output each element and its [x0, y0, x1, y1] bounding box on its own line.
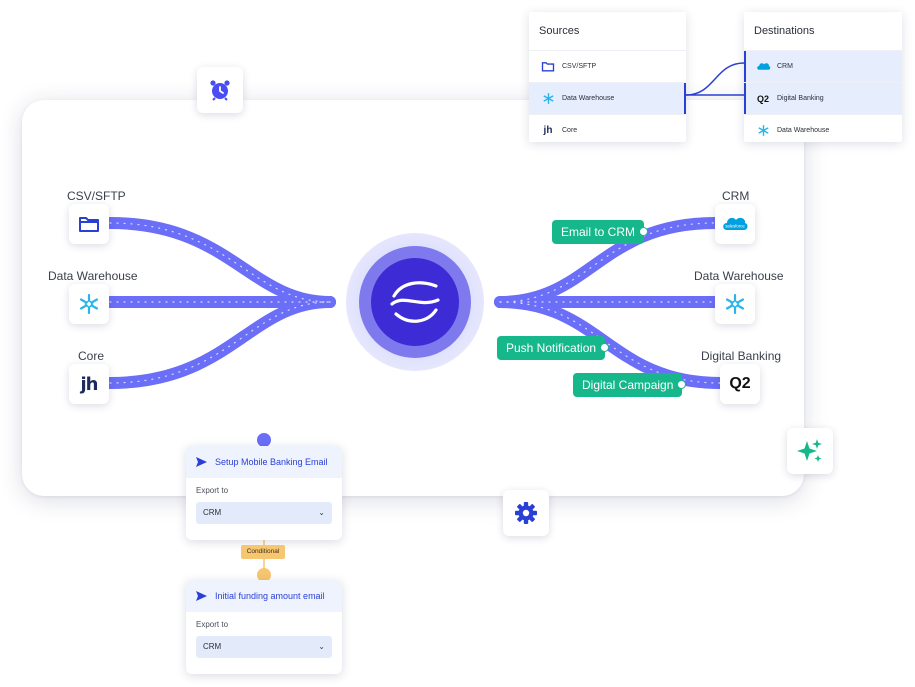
- source-data-warehouse-tile[interactable]: [69, 284, 109, 324]
- workflow-step-header: Initial funding amount email: [186, 580, 342, 612]
- send-icon: [196, 591, 207, 601]
- source-core-tile[interactable]: jh: [69, 364, 109, 404]
- destinations-table-title: Destinations: [754, 25, 815, 37]
- wave-logo: [390, 281, 440, 323]
- source-label-csv: CSV/SFTP: [67, 189, 126, 203]
- conditional-badge[interactable]: Conditional: [241, 545, 285, 559]
- q2-logo: Q2: [756, 93, 769, 104]
- workflow-start-node[interactable]: [257, 433, 271, 447]
- dest-crm-tile[interactable]: salesforce: [715, 204, 755, 244]
- snowflake-icon: [542, 93, 554, 104]
- export-select-value: CRM: [203, 642, 222, 651]
- destinations-table: Destinations CRM Q2 Digital Banking Data…: [744, 12, 902, 142]
- snowflake-icon: [757, 125, 769, 136]
- row-label: CSV/SFTP: [562, 63, 597, 70]
- row-label: CRM: [777, 63, 793, 70]
- dest-label-digital-banking: Digital Banking: [701, 349, 782, 363]
- row-label: Digital Banking: [777, 95, 824, 102]
- destinations-row-crm[interactable]: CRM: [744, 50, 902, 82]
- source-label-core: Core: [78, 349, 105, 363]
- ai-tile[interactable]: [787, 428, 833, 474]
- sparkle-icon: [797, 439, 822, 462]
- snowflake-icon: [79, 293, 99, 315]
- workflow-step-title: Setup Mobile Banking Email: [215, 457, 328, 467]
- gear-icon: [515, 502, 537, 524]
- send-icon: [196, 457, 207, 467]
- connector-knob[interactable]: [677, 380, 687, 389]
- folder-icon: [541, 62, 555, 72]
- action-digital-campaign[interactable]: Digital Campaign: [573, 373, 687, 397]
- sources-row-csv[interactable]: CSV/SFTP: [529, 50, 686, 82]
- export-select-value: CRM: [203, 508, 222, 517]
- alarm-clock-icon: [210, 80, 230, 101]
- svg-text:salesforce: salesforce: [725, 224, 745, 229]
- action-label: Digital Campaign: [582, 378, 674, 392]
- workflow-step-header: Setup Mobile Banking Email: [186, 446, 342, 478]
- export-label: Export to: [196, 486, 229, 495]
- export-label: Export to: [196, 620, 229, 629]
- workflow-step-title: Initial funding amount email: [215, 591, 325, 601]
- sources-table: Sources CSV/SFTP Data Warehouse jh Core: [529, 12, 686, 142]
- source-csv-tile[interactable]: [69, 204, 109, 244]
- destinations-row-digital-banking[interactable]: Q2 Digital Banking: [744, 82, 902, 114]
- jh-logo: jh: [80, 373, 99, 395]
- settings-tile[interactable]: [503, 490, 549, 536]
- salesforce-logo: [756, 63, 770, 70]
- action-email-to-crm[interactable]: Email to CRM: [552, 220, 649, 244]
- action-label: Email to CRM: [561, 225, 636, 239]
- row-label: Data Warehouse: [777, 127, 830, 134]
- dest-digital-banking-tile[interactable]: Q2: [720, 364, 760, 404]
- dest-data-warehouse-tile[interactable]: [715, 284, 755, 324]
- condition-node[interactable]: [257, 568, 271, 582]
- dest-label-data-warehouse: Data Warehouse: [694, 269, 784, 283]
- row-label: Core: [562, 127, 578, 134]
- export-select[interactable]: CRM ⌄: [196, 636, 332, 658]
- chevron-down-icon: ⌄: [318, 508, 325, 517]
- workflow-step-2[interactable]: Initial funding amount email Export to C…: [186, 580, 342, 674]
- export-select[interactable]: CRM ⌄: [196, 502, 332, 524]
- connector-knob[interactable]: [639, 227, 649, 236]
- action-push-notification[interactable]: Push Notification: [497, 336, 610, 360]
- jh-logo: jh: [543, 125, 553, 136]
- destinations-row-data-warehouse[interactable]: Data Warehouse: [744, 114, 902, 146]
- workflow-step-1[interactable]: Setup Mobile Banking Email Export to CRM…: [186, 446, 342, 540]
- sources-table-title: Sources: [539, 25, 580, 37]
- q2-logo: Q2: [729, 375, 751, 392]
- sources-row-core[interactable]: jh Core: [529, 114, 686, 146]
- sources-row-data-warehouse[interactable]: Data Warehouse: [529, 82, 686, 114]
- dest-label-crm: CRM: [722, 189, 750, 203]
- salesforce-logo: salesforce: [723, 217, 748, 230]
- source-label-data-warehouse: Data Warehouse: [48, 269, 138, 283]
- chevron-down-icon: ⌄: [318, 642, 325, 651]
- row-label: Data Warehouse: [562, 95, 615, 102]
- connector-knob[interactable]: [600, 343, 610, 352]
- folder-icon: [79, 217, 99, 232]
- snowflake-icon: [725, 293, 745, 315]
- action-label: Push Notification: [506, 341, 597, 355]
- schedule-tile[interactable]: [197, 67, 243, 113]
